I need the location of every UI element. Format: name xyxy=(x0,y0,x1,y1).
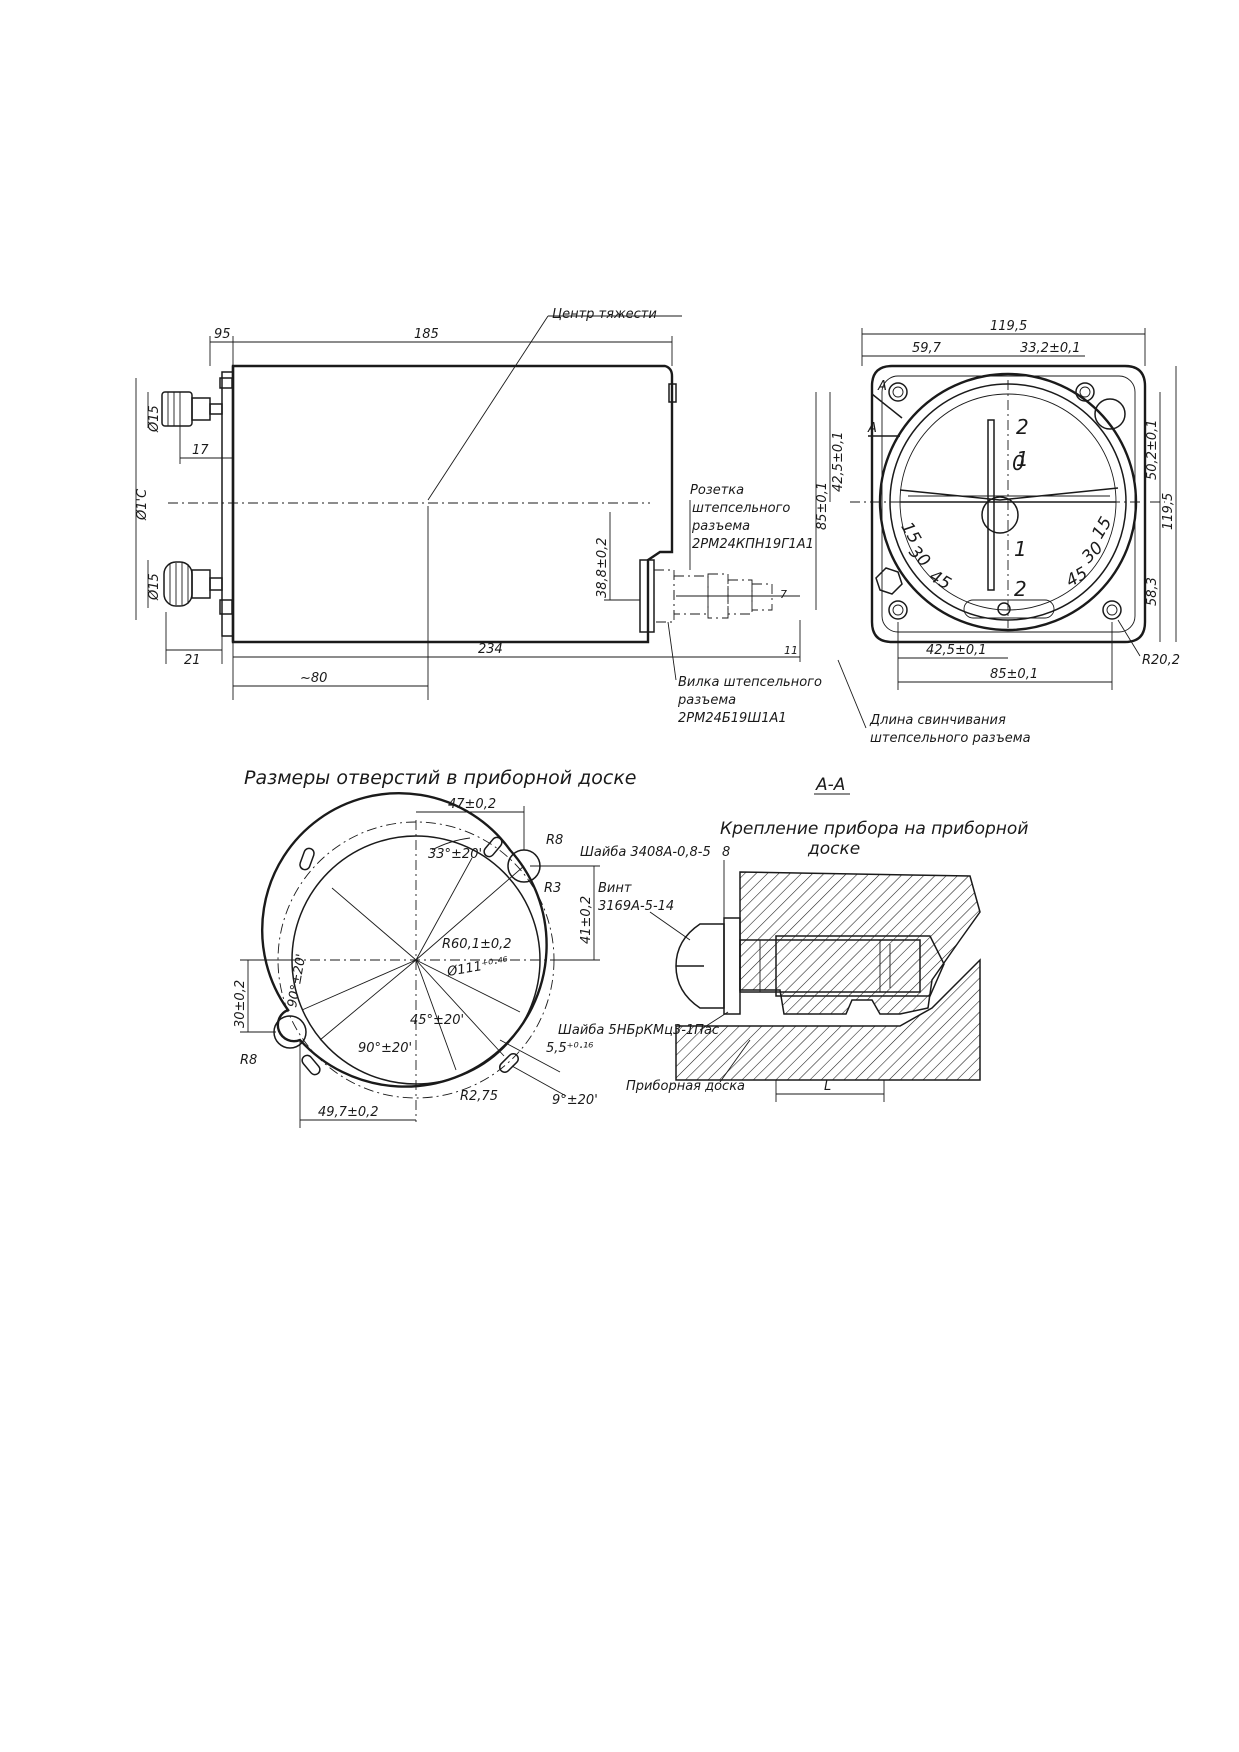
dim-33: 33°±20' xyxy=(428,847,482,862)
section-aa-view: А-А Крепление прибора на приборной доске… xyxy=(558,775,1028,1102)
dim-d111: Ø111⁺⁰·⁴⁶ xyxy=(445,954,509,980)
section-mark-a2: А xyxy=(867,421,877,436)
dim-90-bottom: 90°±20' xyxy=(358,1041,412,1056)
dim-119-5-top: 119,5 xyxy=(990,319,1027,334)
dim-r60-1: R60,1±0,2 xyxy=(442,937,512,952)
dim-185: 185 xyxy=(414,327,439,342)
dim-59-7: 59,7 xyxy=(912,341,942,356)
scale-right-0: 45 xyxy=(1063,563,1092,591)
dim-42-5-side: 42,5±0,1 xyxy=(831,431,846,492)
plug-label-1: Вилка штепсельного xyxy=(678,675,822,690)
dim-119-5-side: 119,5 xyxy=(1161,493,1176,530)
mating-label-1: Длина свинчивания xyxy=(869,713,1006,728)
dim-r8-top: R8 xyxy=(546,833,563,848)
screw-label-2: 3169А-5-14 xyxy=(598,899,674,914)
section-title-2: доске xyxy=(807,839,860,859)
dim-9: 9°±20' xyxy=(552,1093,598,1108)
washer1-label: Шайба 3408А-0,8-5 xyxy=(580,845,711,860)
side-view: 95 185 Центр тяжести Ø15 17 Ø1'С Ø15 21 … xyxy=(135,307,1031,746)
screw-head xyxy=(675,923,725,1009)
dim-80: ~80 xyxy=(300,671,327,686)
socket-label-3: разъема xyxy=(691,519,750,534)
cg-label: Центр тяжести xyxy=(552,307,657,322)
cutout-outline xyxy=(260,792,548,1088)
emblem xyxy=(1094,398,1126,430)
panel-board-section xyxy=(675,958,981,1081)
dim-49-7: 49,7±0,2 xyxy=(318,1105,379,1120)
socket-label-2: штепсельного xyxy=(692,501,790,516)
cutout-title: Размеры отверстий в приборной доске xyxy=(244,767,637,789)
screw-label-1: Винт xyxy=(598,881,632,896)
socket-label-4: 2РМ24КПН19Г1А1 xyxy=(692,537,814,552)
scale-top-2: 0 xyxy=(1012,451,1025,475)
dim-r2-75: R2,75 xyxy=(460,1089,498,1104)
plug-label-3: 2РМ24Б19Ш1А1 xyxy=(678,711,787,726)
scale-bottom-0: 1 xyxy=(1014,537,1027,561)
dim-47: 47±0,2 xyxy=(448,797,496,812)
dim-5-5: 5,5⁺⁰·¹⁶ xyxy=(546,1041,593,1056)
dim-d1c: Ø1'С xyxy=(135,488,150,521)
front-view: 2 1 0 1 2 15 30 45 45 30 15 А А 119,5 59… xyxy=(815,319,1180,690)
dim-234: 234 xyxy=(478,642,503,657)
dim-85-side: 85±0,1 xyxy=(815,482,830,530)
flange-outline xyxy=(870,364,1147,644)
mark-7: 7 xyxy=(780,588,787,601)
dial-scale-left: 15 30 45 xyxy=(896,519,954,595)
section-title-1: Крепление прибора на приборной xyxy=(720,819,1028,839)
connector-assembly xyxy=(639,559,800,633)
socket-label-1: Розетка xyxy=(690,483,744,498)
scale-top-1: 1 xyxy=(1016,447,1029,471)
dim-95: 95 xyxy=(214,327,231,342)
mark-11: 11 xyxy=(784,644,798,657)
mating-label-2: штепсельного разъема xyxy=(870,731,1031,746)
dim-l: L xyxy=(824,1079,831,1094)
dim-90-left: 90°±20' xyxy=(285,953,309,1009)
dim-d15-top: Ø15 xyxy=(147,405,162,433)
dim-33-2: 33,2±0,1 xyxy=(1020,341,1081,356)
mount-hole-br xyxy=(1102,600,1122,620)
dim-58-3: 58,3 xyxy=(1145,577,1160,606)
dim-r3: R3 xyxy=(544,881,561,896)
housing-outline xyxy=(231,364,674,644)
section-mark-a1: А xyxy=(877,379,887,394)
dial-scale-bottom: 1 2 xyxy=(1014,537,1027,601)
section-label: А-А xyxy=(815,775,845,795)
scale-top-0: 2 xyxy=(1016,415,1029,439)
mount-hole-tl xyxy=(888,382,908,402)
dial-scale-top: 2 1 0 xyxy=(1012,415,1029,475)
scale-bottom-1: 2 xyxy=(1014,577,1027,601)
dim-38-8: 38,8±0,2 xyxy=(595,537,610,598)
board-label: Приборная доска xyxy=(626,1079,745,1094)
washer2-label: Шайба 5НБрКМц3-1Пас xyxy=(558,1023,719,1038)
bottom-knob xyxy=(163,561,233,615)
adjust-knob xyxy=(875,567,903,595)
dim-41: 41±0,2 xyxy=(579,896,594,944)
top-knob xyxy=(161,377,233,427)
dim-30: 30±0,2 xyxy=(233,980,248,1028)
dim-42-5-bottom: 42,5±0,1 xyxy=(926,643,987,658)
washer1-num: 8 xyxy=(722,845,730,860)
panel-cutout-view: Размеры отверстий в приборной доске 47±0… xyxy=(233,767,637,1128)
dim-50-2: 50,2±0,1 xyxy=(1145,419,1160,480)
dim-17: 17 xyxy=(192,443,209,458)
dim-85-bottom: 85±0,1 xyxy=(990,667,1038,682)
dim-r20-2: R20,2 xyxy=(1142,653,1180,668)
dim-21: 21 xyxy=(184,653,201,668)
scale-right-1: 30 xyxy=(1078,538,1107,567)
dim-d15-bottom: Ø15 xyxy=(147,573,162,601)
mount-hole-bl xyxy=(888,600,908,620)
dim-45: 45°±20' xyxy=(410,1013,464,1028)
dim-r8-left: R8 xyxy=(240,1053,257,1068)
plug-label-2: разъема xyxy=(677,693,736,708)
mount-hole-tr xyxy=(1075,382,1095,402)
